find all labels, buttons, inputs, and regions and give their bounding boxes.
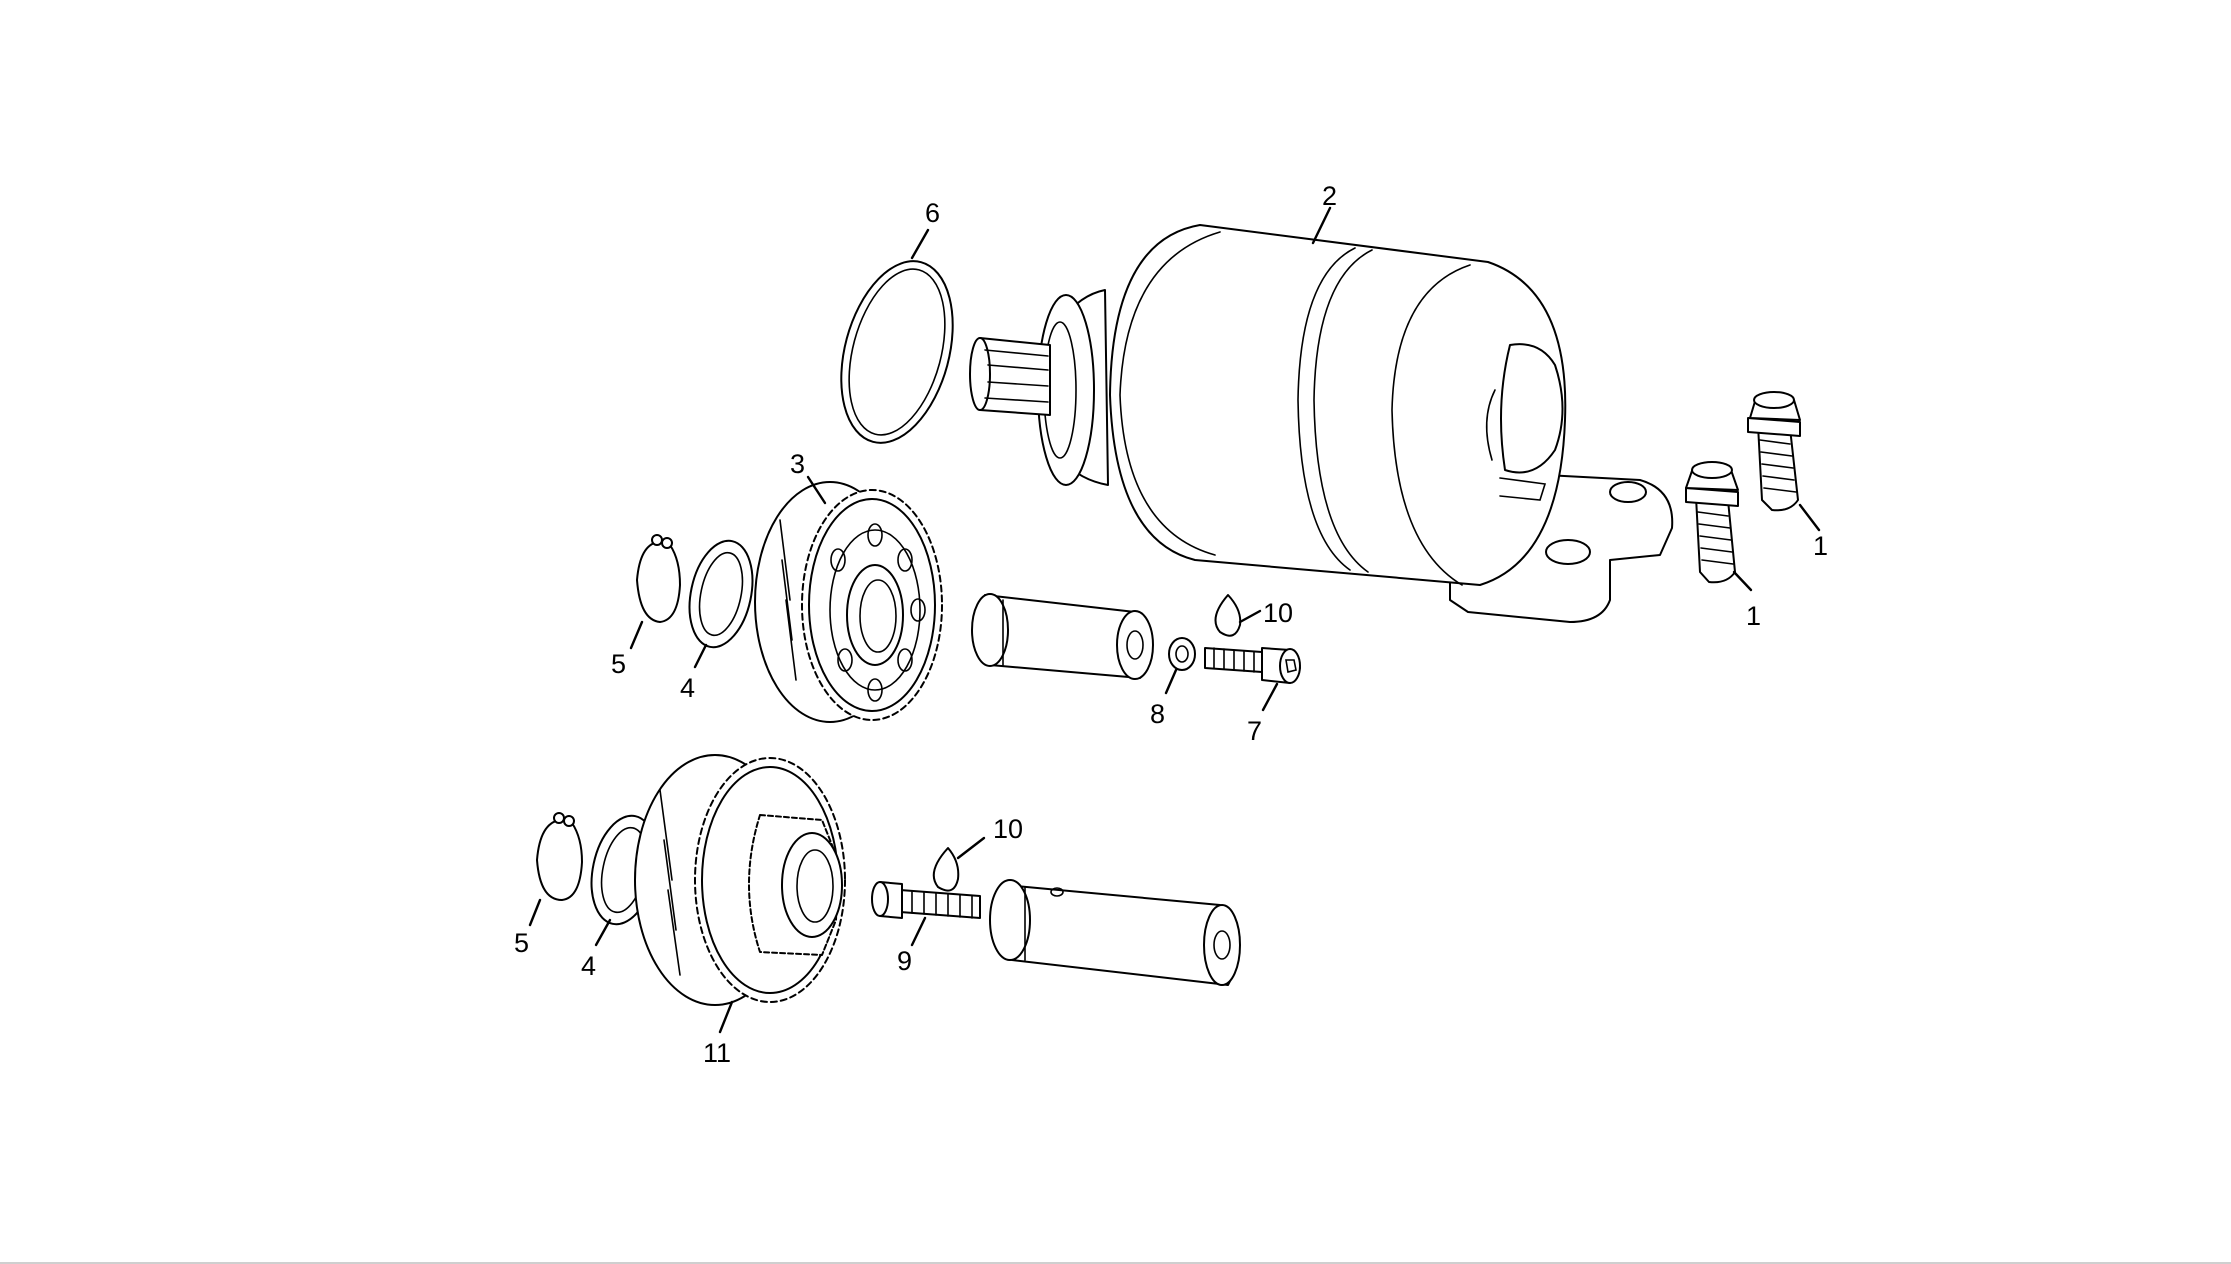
callout-gear-lower: 11 [703, 1038, 731, 1068]
oil-drop-lower [932, 847, 960, 892]
gear-upper [754, 481, 943, 723]
callout-oil-upper: 10 [1263, 598, 1293, 628]
shaft-lower [989, 879, 1241, 986]
callout-small-washer: 8 [1150, 699, 1165, 729]
o-ring [840, 260, 954, 444]
callout-screw-lower: 9 [897, 946, 912, 976]
starter-motor [969, 224, 1674, 623]
washer-upper [688, 539, 754, 649]
gear-lower [634, 754, 846, 1006]
screw-upper [1204, 647, 1301, 684]
mounting-bolt-upper [1747, 391, 1801, 512]
leader-lines [528, 206, 1821, 1034]
bottom-divider [0, 1262, 2231, 1264]
callout-screw-upper: 7 [1247, 716, 1262, 746]
callout-oil-lower: 10 [993, 814, 1023, 844]
circlip-lower [536, 812, 583, 901]
callout-washer-lower: 4 [581, 951, 596, 981]
callout-gear-upper: 3 [790, 449, 805, 479]
callout-starter-motor: 2 [1322, 181, 1337, 211]
callout-bolt-upper: 1 [1813, 531, 1828, 561]
callout-circlip-lower: 5 [514, 928, 529, 958]
shaft-upper [971, 593, 1154, 680]
screw-lower [871, 881, 981, 919]
callout-labels: 1 1 2 3 4 4 5 5 6 7 8 9 10 10 11 [514, 181, 1828, 1068]
small-washer [1168, 637, 1196, 671]
callout-circlip-upper: 5 [611, 649, 626, 679]
callout-bolt-lower: 1 [1746, 601, 1761, 631]
mounting-bolt-lower [1685, 461, 1739, 584]
oil-drop-upper [1214, 594, 1242, 637]
callout-o-ring: 6 [925, 198, 940, 228]
circlip-upper [636, 534, 681, 623]
callout-washer-upper: 4 [680, 673, 695, 703]
